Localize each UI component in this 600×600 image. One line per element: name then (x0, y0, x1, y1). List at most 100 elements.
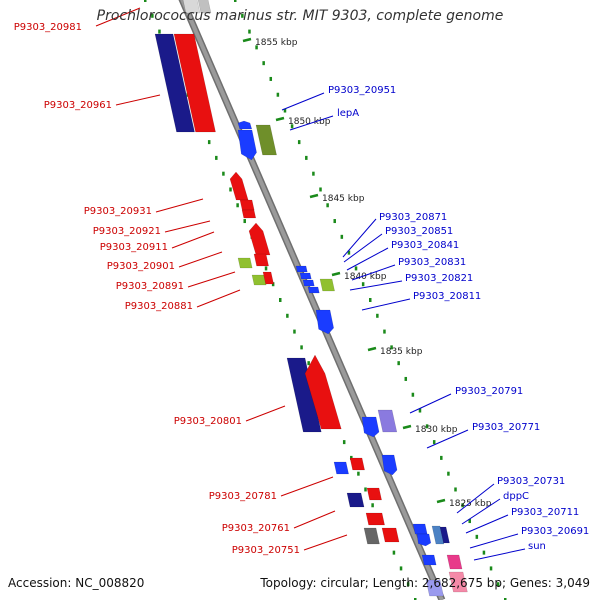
gene-block-blue (416, 533, 432, 547)
gene-block-blue (315, 309, 334, 335)
track-dot (269, 76, 273, 81)
track-dot (255, 45, 258, 50)
tick-label: 1830 kbp (415, 425, 458, 435)
track-dot (307, 361, 310, 366)
track-dot (229, 187, 232, 192)
gene-block-red (248, 222, 271, 256)
left-label-line (303, 534, 348, 551)
gene-arrow-red (262, 271, 274, 285)
left-label-line (115, 94, 161, 106)
track-dot (404, 376, 408, 381)
right-gene-label: P9303_20841 (391, 240, 459, 251)
tick-mark (275, 116, 285, 122)
tick-mark (309, 193, 319, 199)
track-dot (482, 550, 486, 555)
gene-block-grey (182, 0, 201, 14)
track-dot (290, 124, 294, 129)
gene-block-lavender (425, 579, 444, 597)
gene-arrow-blue (237, 120, 253, 130)
left-gene-label: P9303_20881 (125, 301, 193, 312)
right-gene-label: P9303_20821 (405, 273, 473, 284)
left-gene-label: P9303_20921 (93, 226, 161, 237)
gene-block-navy (286, 357, 322, 433)
track-dot (326, 203, 329, 208)
right-label-line (281, 92, 325, 111)
gene-block-blue (381, 454, 398, 476)
gene-arrow-red (366, 487, 382, 501)
gene-block-pink (446, 554, 463, 570)
gene-block-navy (154, 33, 195, 133)
gene-block-blue (361, 416, 380, 438)
left-gene-label: P9303_20761 (222, 523, 290, 534)
right-gene-label: P9303_20771 (472, 422, 540, 433)
left-gene-label: P9303_20751 (232, 545, 300, 556)
track-dot (390, 345, 393, 350)
track-dot (496, 582, 500, 587)
track-dot (475, 534, 479, 539)
track-dot (286, 313, 289, 318)
gene-block-red (173, 33, 216, 133)
track-dot (319, 187, 322, 192)
right-gene-label: lepA (337, 108, 359, 119)
left-label-line (196, 289, 241, 308)
track-dot (276, 92, 280, 97)
right-label-line (361, 298, 411, 311)
right-gene-label: P9303_20851 (385, 226, 453, 237)
track-dot (392, 550, 396, 555)
track-dot (406, 582, 410, 587)
track-dot (293, 329, 296, 334)
track-dot (461, 503, 464, 508)
right-label-line (409, 393, 452, 414)
track-dot (454, 487, 457, 492)
track-dot (248, 29, 251, 34)
tick-label: 1855 kbp (255, 38, 298, 48)
track-dot (222, 171, 225, 176)
track-dot (333, 219, 336, 224)
gene-arrow-blue (421, 554, 437, 566)
track-dot (207, 140, 211, 145)
track-dot (340, 234, 344, 239)
track-dot (271, 282, 275, 287)
gene-arrow-blue (295, 265, 308, 273)
right-label-line (456, 483, 495, 514)
right-gene-label: P9303_20791 (455, 386, 523, 397)
track-dot (364, 487, 367, 492)
left-gene-label: P9303_20901 (107, 261, 175, 272)
gene-block-blue (333, 461, 349, 475)
tick-label: 1835 kbp (380, 347, 423, 357)
left-label-line (280, 476, 334, 497)
track-dot (447, 471, 450, 476)
left-label-line (245, 405, 286, 422)
right-label-line (465, 514, 509, 534)
tick-mark (367, 346, 377, 352)
gene-block-grey (363, 527, 380, 545)
gene-arrow-blue (307, 286, 320, 294)
track-dot (243, 219, 246, 224)
left-gene-label: P9303_20961 (44, 100, 112, 111)
left-label-line (187, 271, 236, 288)
track-dot (489, 566, 493, 571)
gene-arrow-red (241, 209, 257, 219)
gene-block-green (237, 257, 253, 269)
right-label-line (342, 218, 377, 258)
track-dot (342, 440, 346, 445)
gene-arrow-blue (299, 272, 312, 280)
map-title: Prochlorococcus marinus str. MIT 9303, c… (96, 8, 504, 24)
track-dot (425, 424, 429, 429)
track-dot (215, 155, 218, 160)
tick-mark (436, 498, 446, 504)
right-gene-label: P9303_20711 (511, 507, 579, 518)
left-label-line (171, 231, 215, 249)
track-dot (357, 471, 360, 476)
track-dot (144, 0, 147, 2)
left-gene-label: P9303_20801 (174, 416, 242, 427)
right-gene-label: P9303_20831 (398, 257, 466, 268)
tick-label: 1840 kbp (344, 272, 387, 282)
track-dot (418, 408, 422, 413)
left-gene-label: P9303_20931 (84, 206, 152, 217)
gene-block-green (319, 278, 335, 292)
left-label-line (293, 510, 336, 529)
left-label-line (164, 220, 211, 233)
gene-block-red (304, 354, 342, 430)
